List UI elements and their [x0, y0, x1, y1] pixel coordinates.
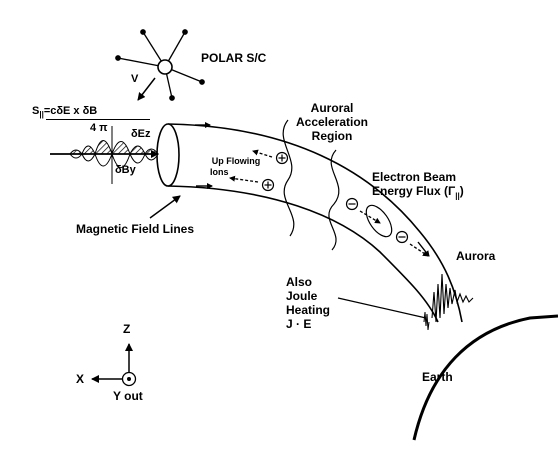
auroral-line-2: Acceleration [295, 115, 369, 129]
poynting-lhs: S [32, 105, 40, 117]
velocity-label: V [131, 73, 139, 85]
poynting-numerator: =cδE x δB [43, 105, 98, 117]
spacecraft-label: POLAR S/C [201, 51, 267, 65]
flux-tube-upper-edge [167, 123, 463, 323]
joule-line-1: Also [286, 275, 313, 289]
field-lines-pointer [149, 195, 181, 219]
electron-beam-line-2: Energy Flux (Γ||) [372, 184, 464, 203]
electron-beam-line-1: Electron Beam [372, 170, 457, 184]
magnetic-field-lines-label: Magnetic Field Lines [76, 222, 195, 236]
wave-packet [68, 126, 159, 184]
up-flowing-ions-label: Up Flowing Ions [200, 156, 272, 178]
delta-by-label: δBy [115, 164, 136, 176]
joule-line-2: Joule [286, 289, 318, 303]
coordinate-axes [91, 343, 137, 387]
flux-close: ) [459, 184, 464, 198]
earth-label: Earth [422, 370, 453, 384]
velocity-arrow [137, 77, 156, 101]
joule-heating-emission [423, 311, 430, 331]
poynting-lhs-sub: || [39, 110, 44, 120]
aurora-label: Aurora [456, 249, 496, 263]
ions-line-2: Ions [210, 167, 229, 177]
poynting-formula: S||=cδE x δB [32, 104, 97, 122]
electron-flow-arrows [359, 210, 429, 257]
ions-line-1: Up Flowing [211, 156, 261, 166]
fraction-bar [46, 119, 150, 120]
flux-subscript: || [455, 191, 460, 201]
auroral-line-1: Auroral [310, 101, 354, 115]
joule-line-4: J · E [286, 317, 312, 331]
electron-beam-label: Electron Beam Energy Flux (Γ||) [372, 170, 464, 203]
polar-spacecraft-icon [115, 29, 205, 101]
flux-tube-cross-section [156, 123, 180, 187]
auroral-acceleration-label: Auroral Acceleration Region [280, 101, 384, 143]
x-axis-label: X [76, 372, 85, 386]
z-axis-label: Z [123, 322, 131, 336]
earth-surface [412, 314, 558, 441]
flux-tube-lower-edge [167, 185, 439, 323]
auroral-line-3: Region [311, 129, 353, 143]
joule-heating-label: Also Joule Heating J · E [286, 275, 330, 331]
poynting-denominator: 4 π [90, 122, 108, 134]
aurora-emission [431, 273, 474, 323]
joule-heating-pointer [337, 297, 427, 319]
flux-tube-inner-ellipse [365, 204, 393, 238]
y-axis-label: Y out [113, 389, 143, 403]
ion-flow-arrows [229, 149, 273, 183]
joule-line-3: Heating [286, 303, 331, 317]
delta-ez-label: δEz [131, 128, 151, 140]
flux-tube [156, 123, 463, 323]
flux-text: Energy Flux (Γ [372, 184, 456, 198]
electron-symbols [345, 197, 409, 244]
ion-symbols [261, 151, 289, 192]
acceleration-region-boundaries [282, 119, 340, 251]
